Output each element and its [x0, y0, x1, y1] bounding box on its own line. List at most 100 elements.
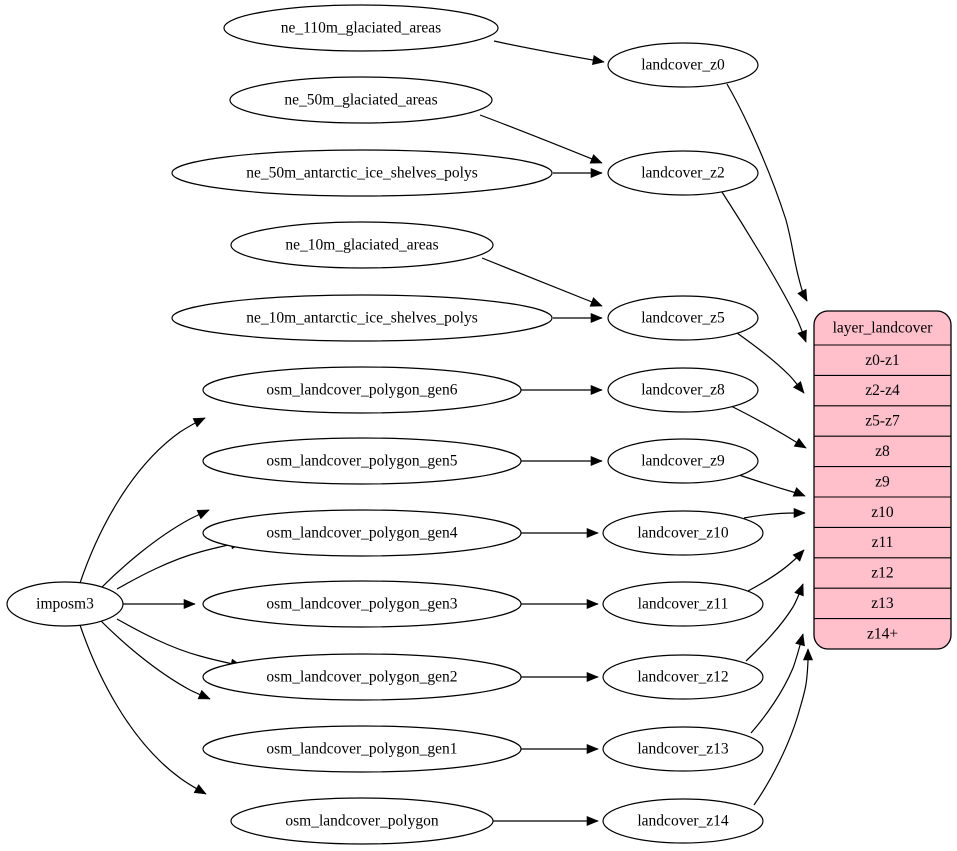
- node-landcover_z9[interactable]: landcover_z9: [607, 438, 759, 484]
- edge-imposm3-to-osm_landcover_polygon_gen1: [99, 619, 211, 700]
- edge-osm_landcover_polygon_gen5-to-landcover_z9: [521, 455, 603, 467]
- node-shape: [202, 509, 522, 557]
- node-osm_landcover_polygon_gen5[interactable]: osm_landcover_polygon_gen5: [202, 437, 522, 485]
- table-node-layer: layer_landcoverz0-z1z2-z4z5-z7z8z9z10z11…: [813, 310, 952, 650]
- table-background: [814, 311, 951, 649]
- nodes-layer: ne_110m_glaciated_areas landcover_z0 ne_50…: [6, 4, 764, 845]
- node-shape: [223, 4, 499, 52]
- edge-arrowhead: [586, 671, 599, 683]
- node-ne_50m_glaciated_areas[interactable]: ne_50m_glaciated_areas: [229, 76, 493, 124]
- edge-ne_50m_antarctic_ice_shelves_polys-to-landcover_z2: [553, 167, 603, 179]
- node-shape: [607, 150, 759, 196]
- node-landcover_z11[interactable]: landcover_z11: [602, 581, 764, 627]
- edge-arrowhead: [792, 381, 805, 394]
- edge-osm_landcover_polygon_gen3-to-landcover_z11: [521, 598, 599, 610]
- edge-landcover_z13-to-z13-row: [750, 633, 805, 734]
- edge-arrowhead: [793, 437, 807, 449]
- edge-ne_50m_glaciated_areas-to-landcover_z2: [479, 114, 603, 164]
- edge-landcover_z12-to-z12-row: [745, 583, 804, 662]
- node-osm_landcover_polygon_gen1[interactable]: osm_landcover_polygon_gen1: [202, 725, 522, 773]
- edge-arrowhead: [589, 297, 603, 307]
- edge-landcover_z5-to-z5-z7-row: [736, 332, 805, 394]
- node-shape: [230, 797, 494, 845]
- edge-landcover_z9-to-z9-row: [738, 474, 806, 497]
- node-landcover_z2[interactable]: landcover_z2: [607, 150, 759, 196]
- node-osm_landcover_polygon_gen6[interactable]: osm_landcover_polygon_gen6: [202, 366, 522, 414]
- edge-imposm3-to-osm_landcover_polygon_gen5: [99, 509, 210, 590]
- edge-arrowhead: [792, 487, 806, 497]
- edge-arrowhead: [794, 583, 804, 597]
- table-node-layer_landcover[interactable]: layer_landcoverz0-z1z2-z4z5-z7z8z9z10z11…: [813, 310, 952, 650]
- node-shape: [607, 367, 759, 413]
- node-osm_landcover_polygon_gen2[interactable]: osm_landcover_polygon_gen2: [202, 653, 522, 701]
- edge-arrowhead: [793, 507, 806, 519]
- edge-ne_10m_antarctic_ice_shelves_polys-to-landcover_z5: [553, 312, 603, 324]
- node-shape: [602, 654, 764, 700]
- edge-arrowhead: [590, 384, 603, 396]
- node-ne_10m_antarctic_ice_shelves_polys[interactable]: ne_10m_antarctic_ice_shelves_polys: [171, 294, 553, 342]
- edge-arrowhead: [589, 154, 603, 164]
- node-shape: [607, 295, 759, 341]
- edge-arrowhead: [586, 743, 599, 755]
- node-osm_landcover_polygon_gen4[interactable]: osm_landcover_polygon_gen4: [202, 509, 522, 557]
- node-shape: [6, 581, 124, 627]
- node-shape: [202, 437, 522, 485]
- edge-imposm3-to-osm_landcover_polygon_gen2: [116, 618, 243, 669]
- node-shape: [202, 366, 522, 414]
- edge-arrowhead: [192, 417, 206, 428]
- node-ne_110m_glaciated_areas[interactable]: ne_110m_glaciated_areas: [223, 4, 499, 52]
- edge-landcover_z14-to-z14-row: [753, 648, 814, 806]
- edge-arrowhead: [591, 55, 605, 66]
- edge-arrowhead: [196, 509, 210, 520]
- edge-arrowhead: [590, 312, 603, 324]
- node-imposm3[interactable]: imposm3: [6, 581, 124, 627]
- node-shape: [607, 438, 759, 484]
- node-shape: [202, 725, 522, 773]
- edge-osm_landcover_polygon_gen2-to-landcover_z12: [521, 671, 599, 683]
- node-landcover_z13[interactable]: landcover_z13: [602, 726, 764, 772]
- edge-ne_110m_glaciated_areas-to-landcover_z0: [493, 40, 605, 66]
- node-shape: [171, 294, 553, 342]
- node-shape: [171, 149, 553, 197]
- edge-arrowhead: [193, 784, 207, 795]
- edge-imposm3-to-osm_landcover_polygon_gen3: [123, 598, 196, 610]
- node-shape: [202, 580, 522, 628]
- edge-osm_landcover_polygon_gen4-to-landcover_z10: [521, 527, 599, 539]
- edge-imposm3-to-osm_landcover_polygon_gen4: [116, 539, 243, 590]
- edge-arrowhead: [183, 598, 196, 610]
- edge-arrowhead: [797, 288, 808, 302]
- node-shape: [602, 798, 764, 844]
- node-landcover_z0[interactable]: landcover_z0: [607, 42, 759, 88]
- node-ne_50m_antarctic_ice_shelves_polys[interactable]: ne_50m_antarctic_ice_shelves_polys: [171, 149, 553, 197]
- edge-landcover_z10-to-z10-row: [743, 507, 806, 519]
- node-landcover_z12[interactable]: landcover_z12: [602, 654, 764, 700]
- node-landcover_z14[interactable]: landcover_z14: [602, 798, 764, 844]
- node-landcover_z5[interactable]: landcover_z5: [607, 295, 759, 341]
- node-osm_landcover_polygon_gen3[interactable]: osm_landcover_polygon_gen3: [202, 580, 522, 628]
- node-landcover_z10[interactable]: landcover_z10: [602, 510, 764, 556]
- edge-arrowhead: [586, 527, 599, 539]
- edge-arrowhead: [797, 329, 807, 343]
- edge-ne_10m_glaciated_areas-to-landcover_z5: [481, 257, 603, 307]
- node-shape: [202, 653, 522, 701]
- edge-osm_landcover_polygon_gen6-to-landcover_z8: [521, 384, 603, 396]
- edge-arrowhead: [590, 455, 603, 467]
- edge-arrowhead: [590, 167, 603, 179]
- node-osm_landcover_polygon[interactable]: osm_landcover_polygon: [230, 797, 494, 845]
- edge-landcover_z11-to-z11-row: [747, 549, 805, 592]
- edge-landcover_z8-to-z8-row: [730, 405, 807, 449]
- node-shape: [230, 221, 494, 269]
- node-shape: [602, 726, 764, 772]
- node-ne_10m_glaciated_areas[interactable]: ne_10m_glaciated_areas: [230, 221, 494, 269]
- edge-imposm3-to-osm_landcover_polygon_gen6: [79, 417, 206, 584]
- table-outline: [813, 310, 952, 650]
- edge-landcover_z0-to-z0-z1-row: [726, 83, 808, 302]
- edge-osm_landcover_polygon_gen1-to-landcover_z13: [521, 743, 599, 755]
- edge-osm_landcover_polygon-to-landcover_z14: [493, 815, 599, 827]
- edges-layer: [79, 40, 814, 827]
- edge-arrowhead: [802, 648, 814, 661]
- edge-arrowhead: [586, 598, 599, 610]
- node-landcover_z8[interactable]: landcover_z8: [607, 367, 759, 413]
